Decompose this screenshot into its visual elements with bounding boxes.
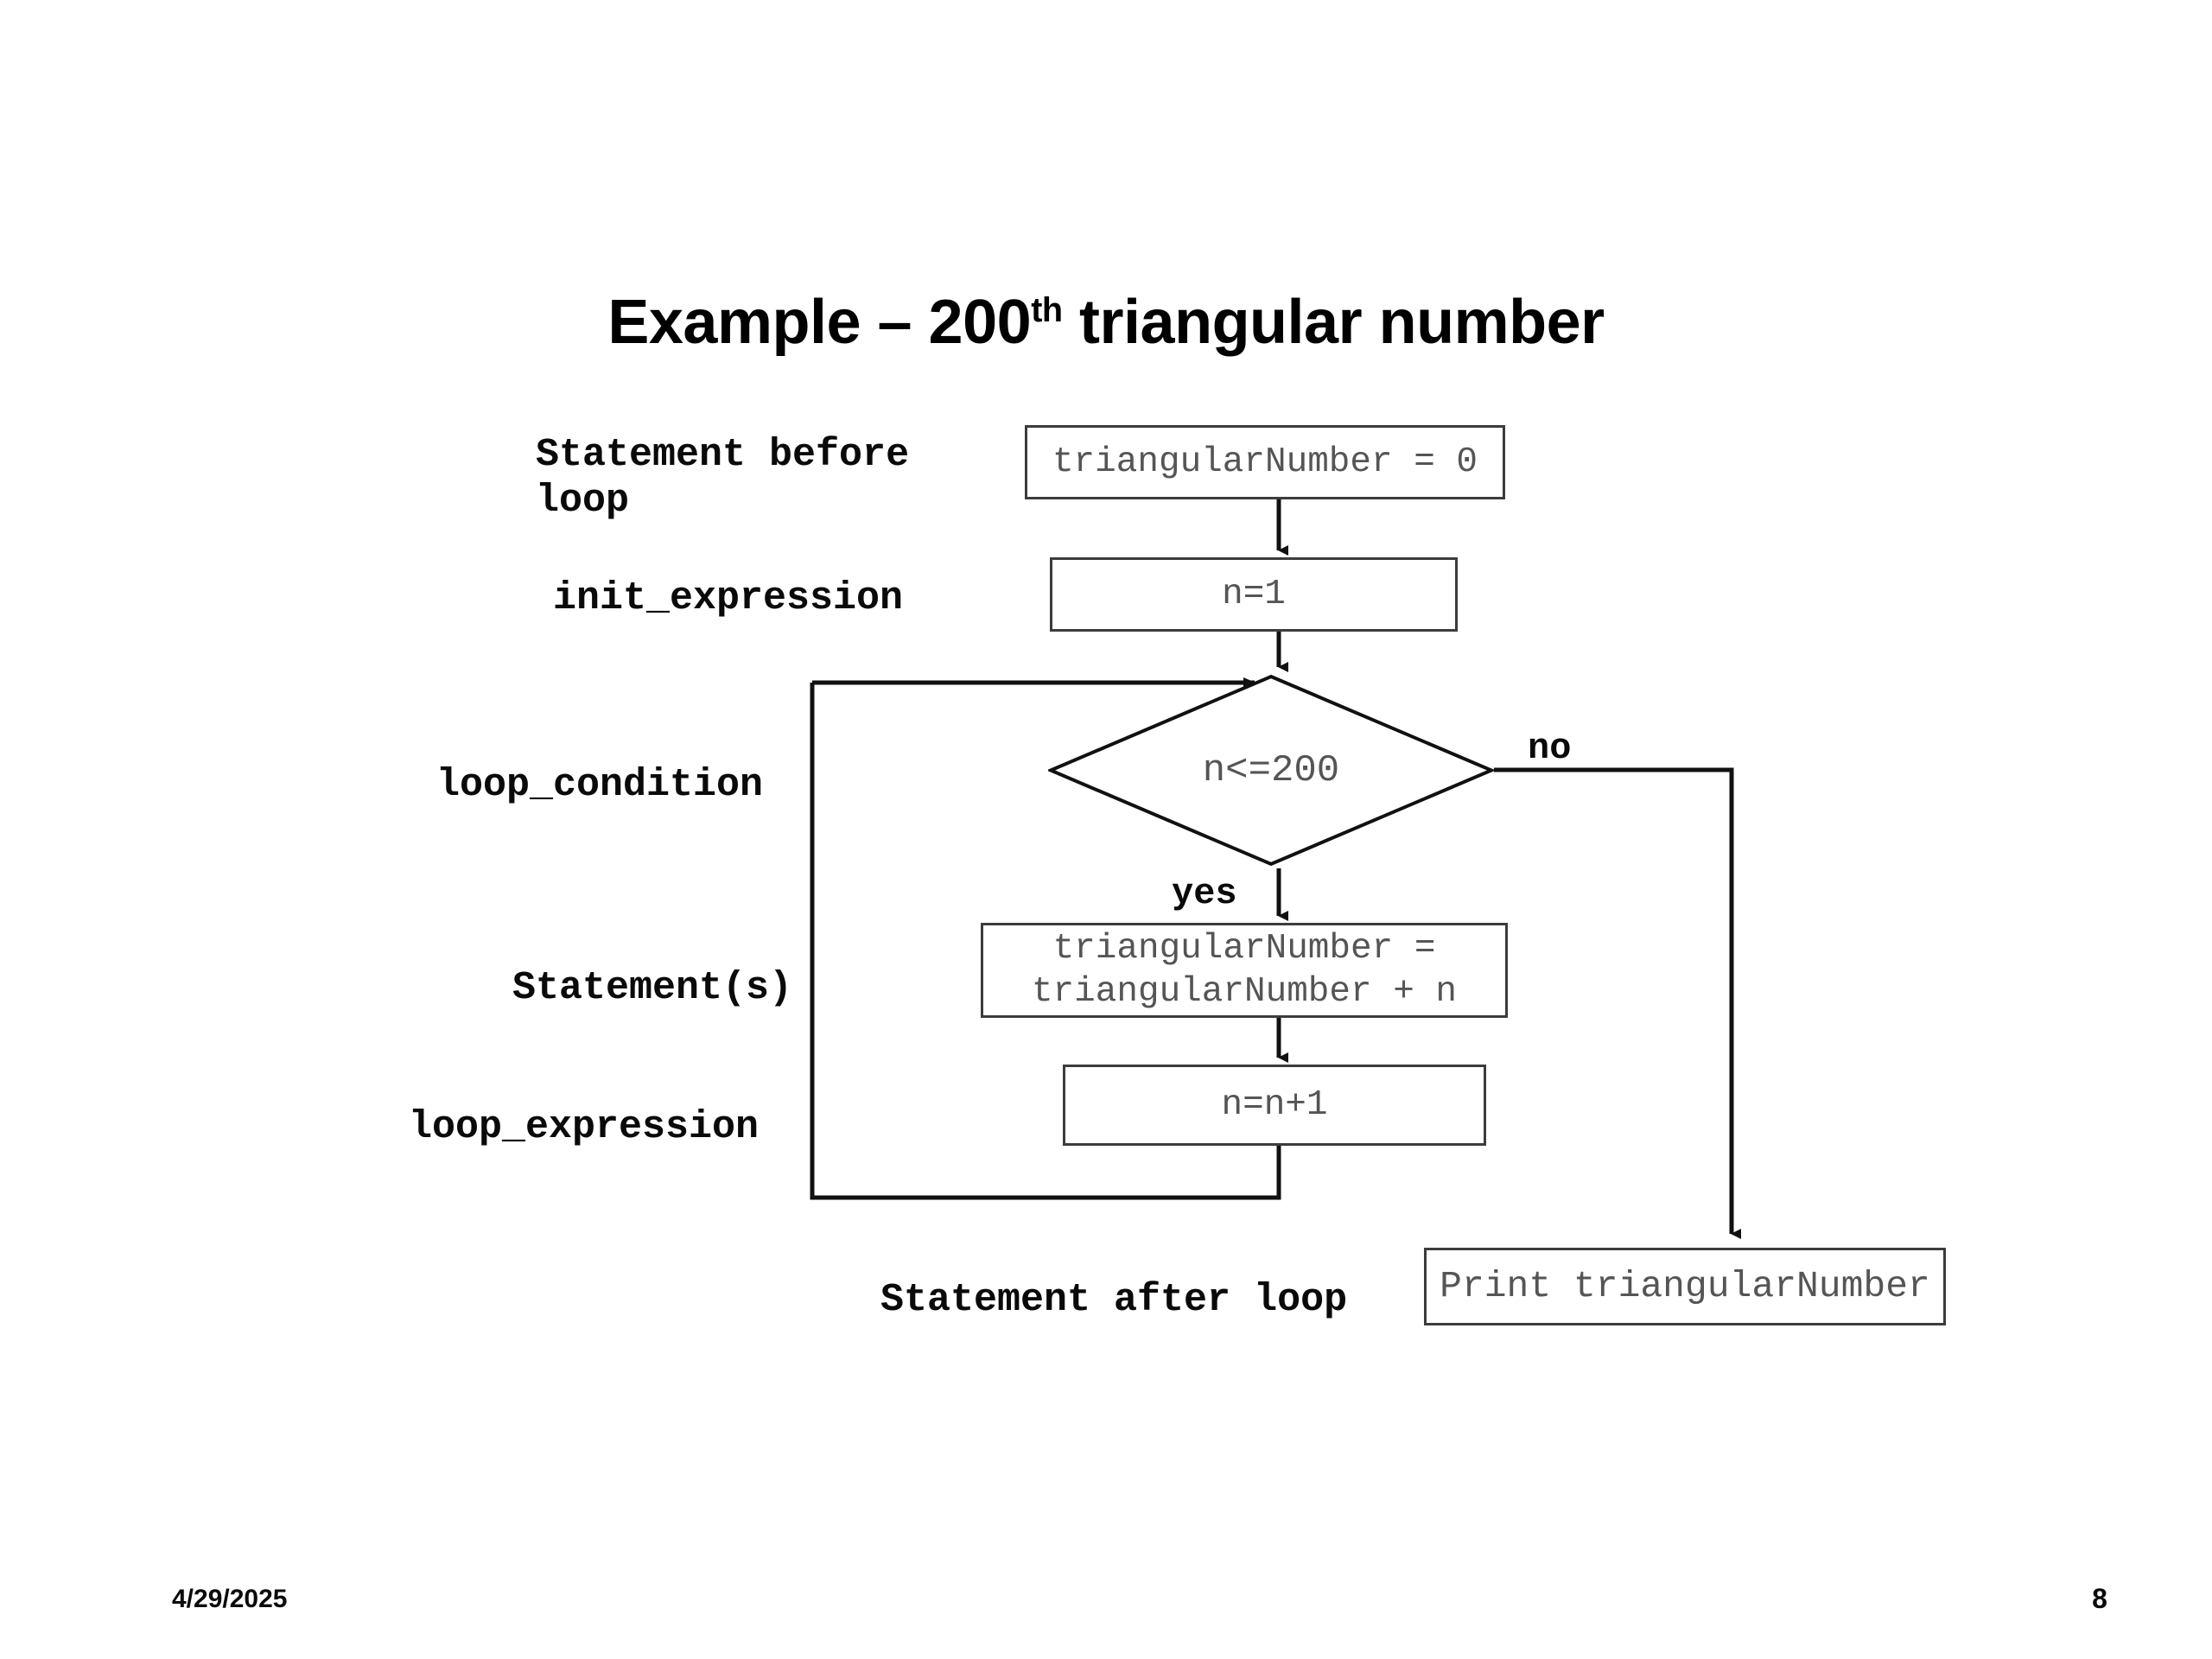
flow-node-init-triangular: triangularNumber = 0 — [1025, 425, 1505, 499]
page-title-superscript: th — [1031, 291, 1063, 329]
branch-label-no: no — [1528, 728, 1572, 769]
flow-node-accumulate: triangularNumber = triangularNumber + n — [981, 923, 1508, 1018]
footer-page-number: 8 — [2092, 1583, 2107, 1614]
flow-node-condition: n<=200 — [1048, 674, 1494, 867]
label-statement-after-loop: Statement after loop — [880, 1278, 1348, 1322]
label-loop-condition: loop_condition — [436, 763, 764, 807]
branch-label-yes: yes — [1172, 873, 1237, 914]
label-loop-expression: loop_expression — [409, 1105, 760, 1149]
label-init-expression: init_expression — [553, 576, 904, 620]
footer-date: 4/29/2025 — [172, 1585, 288, 1613]
flow-node-increment: n=n+1 — [1063, 1065, 1486, 1146]
label-statements: Statement(s) — [512, 966, 793, 1010]
page-title-tail: triangular number — [1062, 288, 1605, 357]
diamond-shape — [1048, 674, 1494, 867]
page-title-main: Example – 200 — [607, 288, 1032, 357]
label-statement-before-loop: Statement before loop — [536, 433, 910, 524]
edge-condition-no — [1494, 767, 1741, 1239]
flow-node-print: Print triangularNumber — [1424, 1248, 1946, 1325]
flow-node-condition-text: n<=200 — [1202, 748, 1340, 792]
flow-node-init-n: n=1 — [1050, 557, 1458, 632]
page-title: Example – 200th triangular number — [0, 287, 2212, 358]
